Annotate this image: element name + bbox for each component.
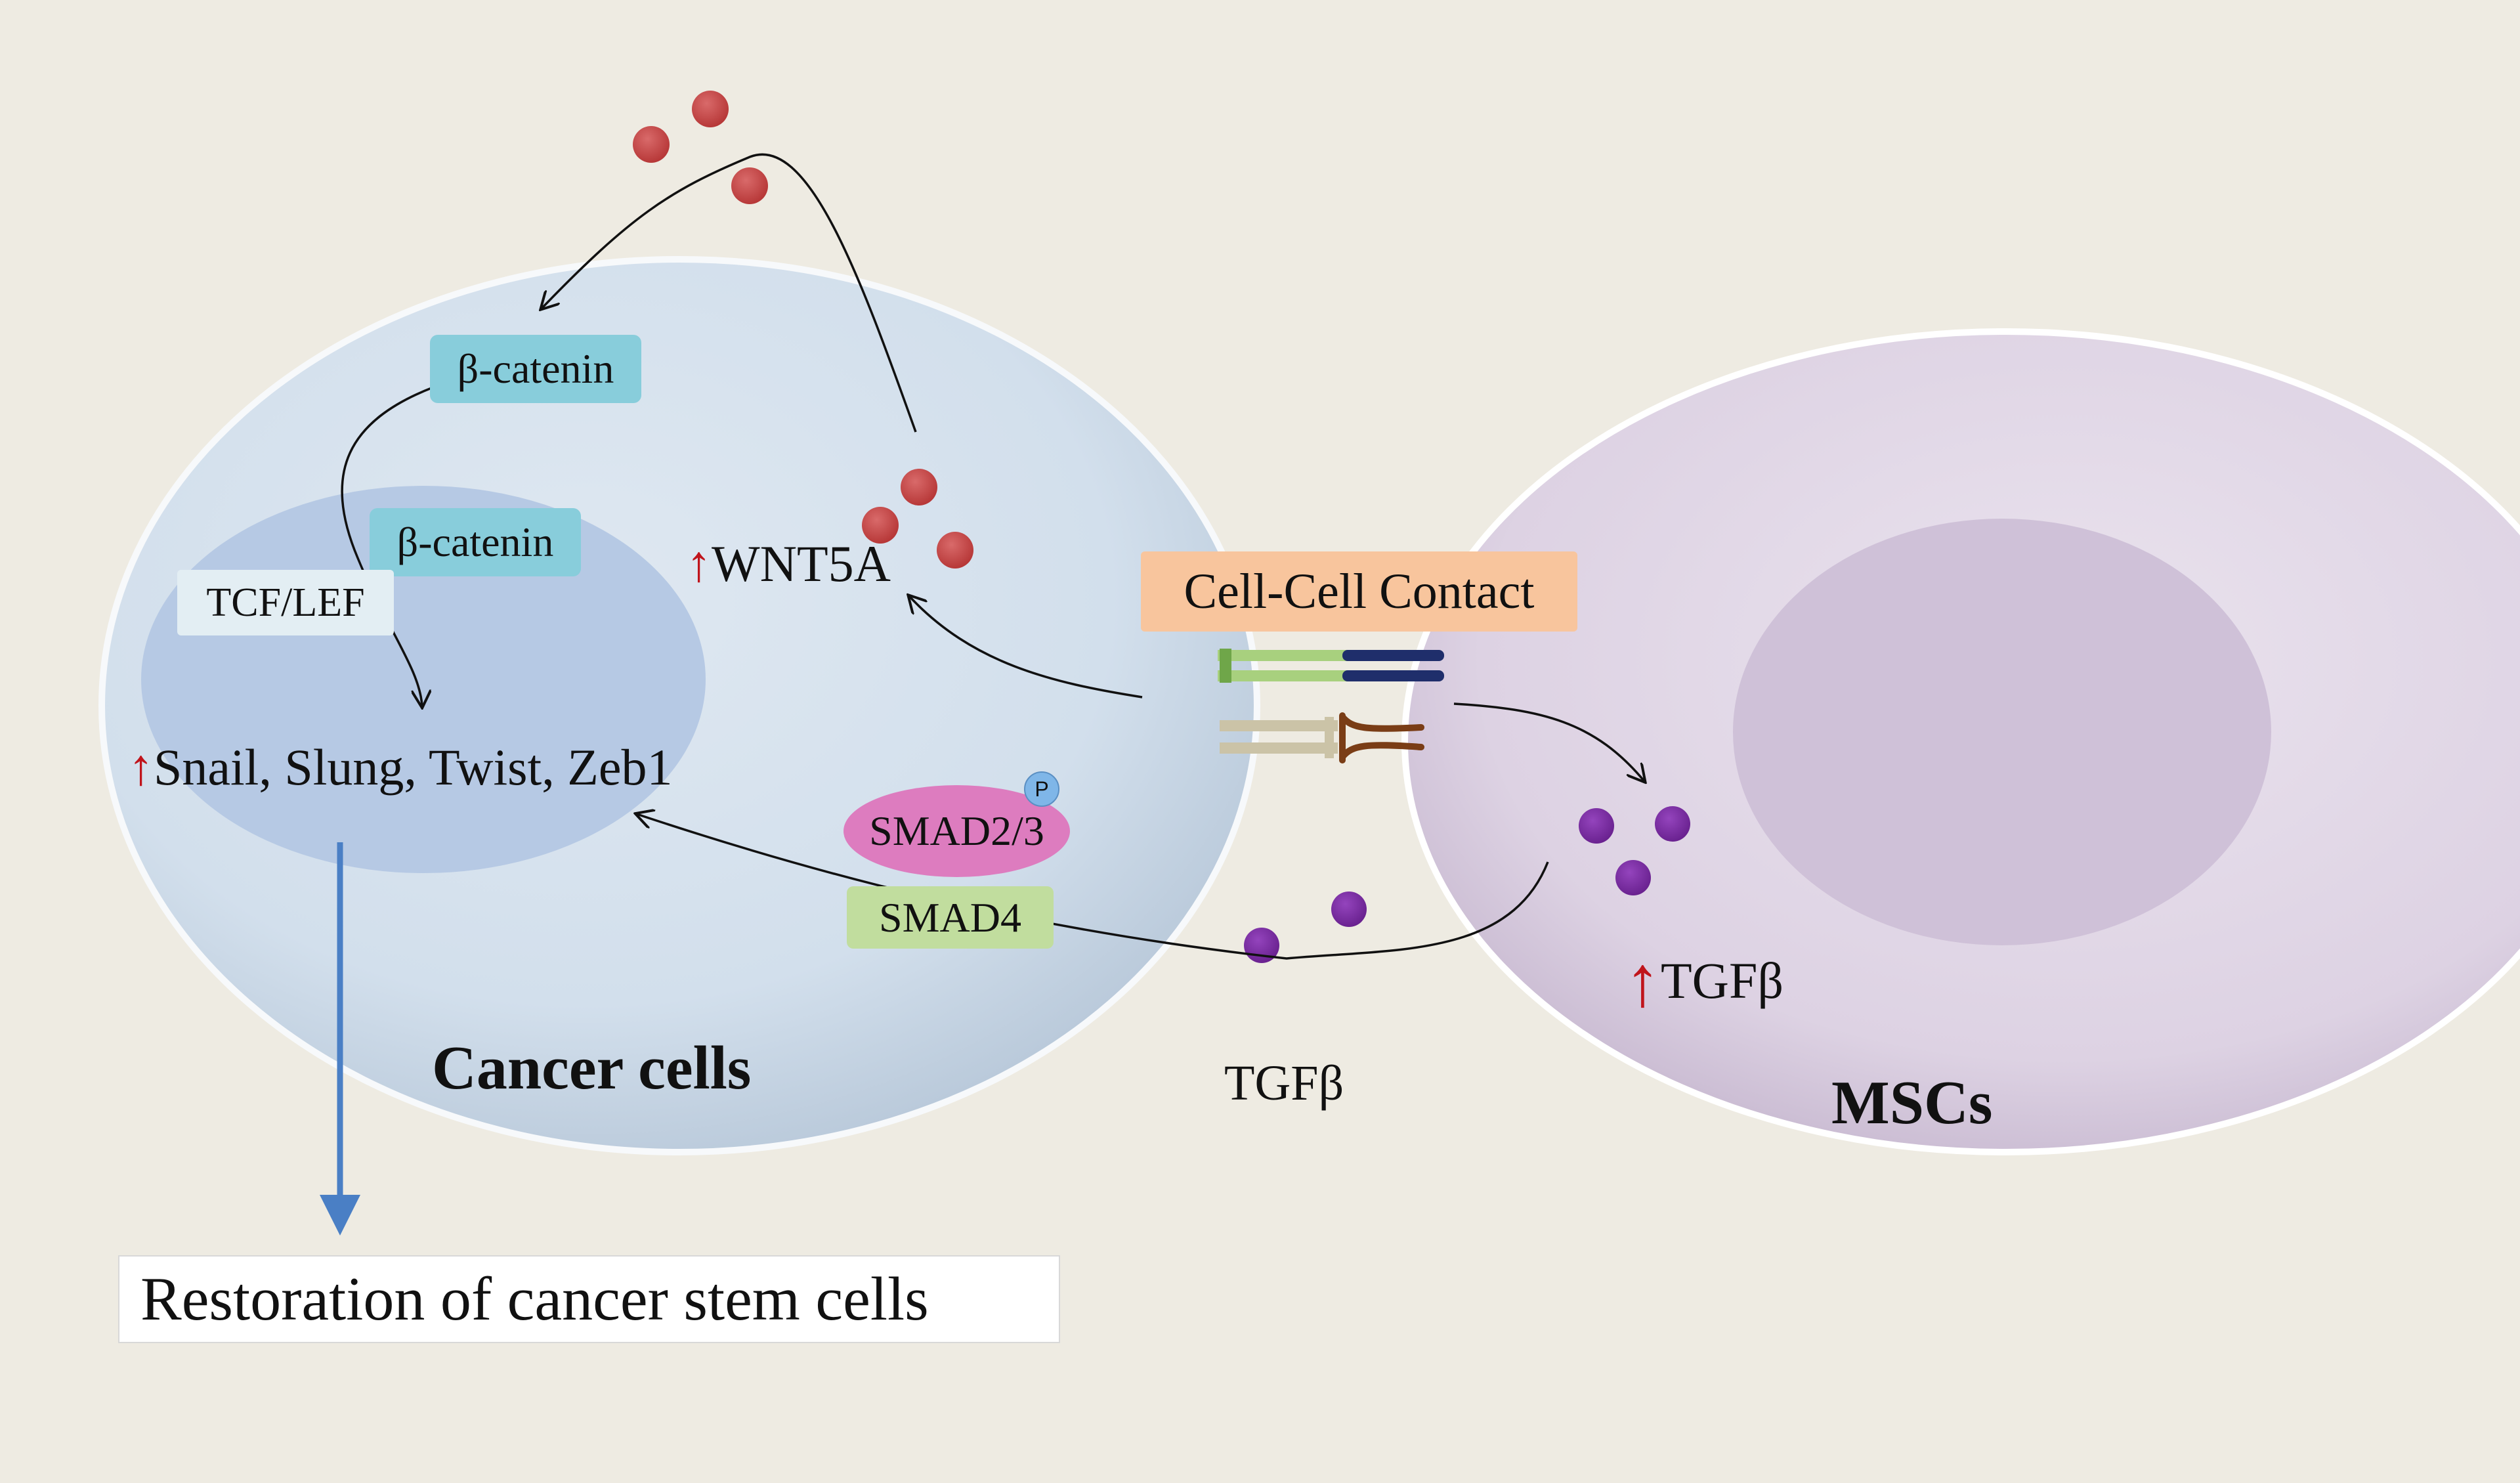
adhesion-receptor-top xyxy=(1218,649,1444,683)
wnt5a-dot xyxy=(937,532,973,569)
upregulation-arrow-icon: ↑ xyxy=(128,739,154,796)
tcf-lef-box: TCF/LEF xyxy=(177,570,394,635)
cell-cell-contact-box: Cell-Cell Contact xyxy=(1141,551,1577,632)
tgfb-secreted-label: ↑TGFβ xyxy=(1625,945,1783,1018)
wnt5a-label: ↑WNT5A xyxy=(686,538,891,590)
msc-label: MSCs xyxy=(1831,1069,1993,1137)
phospho-label: P xyxy=(1035,777,1049,801)
wnt5a-dot xyxy=(862,507,899,544)
adhesion-receptor-bottom xyxy=(1220,712,1424,763)
wnt5a-dot xyxy=(692,91,729,127)
beta-catenin-cytoplasm-box: β-catenin xyxy=(430,335,641,403)
arrow-tgfb-to-target-genes xyxy=(637,814,1549,960)
arrow-wnt5a-to-beta-catenin xyxy=(542,153,917,433)
outcome-label: Restoration of cancer stem cells xyxy=(140,1265,929,1333)
upregulation-arrow-icon: ↑ xyxy=(1625,941,1661,1021)
smad4-box: SMAD4 xyxy=(847,886,1054,949)
tgfb-dot xyxy=(1579,808,1614,844)
tgfb-dot xyxy=(1655,806,1690,842)
wnt5a-text: WNT5A xyxy=(712,535,891,592)
wnt5a-dot xyxy=(731,167,768,204)
cell-cell-contact-label: Cell-Cell Contact xyxy=(1184,563,1535,619)
tcf-lef-label: TCF/LEF xyxy=(206,580,365,625)
beta-catenin-cytoplasm-label: β-catenin xyxy=(457,345,614,392)
tgfb-dot xyxy=(1331,892,1367,927)
cancer-cells-label: Cancer cells xyxy=(432,1034,752,1102)
tgfb-dot xyxy=(1615,860,1651,895)
msc-nucleus xyxy=(1733,519,2271,945)
arrow-contact-to-wnt5a xyxy=(909,596,1143,699)
upregulation-arrow-icon: ↑ xyxy=(686,535,712,592)
smad23-label: SMAD2/3 xyxy=(869,807,1044,854)
smad4-label: SMAD4 xyxy=(879,893,1021,941)
outcome-box: Restoration of cancer stem cells xyxy=(118,1255,1060,1343)
wnt5a-dot xyxy=(633,126,670,163)
beta-catenin-nucleus-box: β-catenin xyxy=(370,508,581,576)
tgfb-extracellular-label: TGFβ xyxy=(1224,1056,1344,1111)
arrow-beta-catenin-to-nucleus xyxy=(341,386,434,706)
target-genes-text: Snail, Slung, Twist, Zeb1 xyxy=(154,739,673,796)
target-genes-label: ↑Snail, Slung, Twist, Zeb1 xyxy=(128,742,672,793)
wnt5a-dot xyxy=(901,469,937,505)
tgfb-secreted-text: TGFβ xyxy=(1661,952,1784,1009)
arrow-contact-to-tgfb xyxy=(1453,702,1644,781)
outcome-arrow-head xyxy=(320,1195,360,1236)
phospho-badge: P xyxy=(1024,771,1059,807)
beta-catenin-nucleus-label: β-catenin xyxy=(396,519,554,565)
